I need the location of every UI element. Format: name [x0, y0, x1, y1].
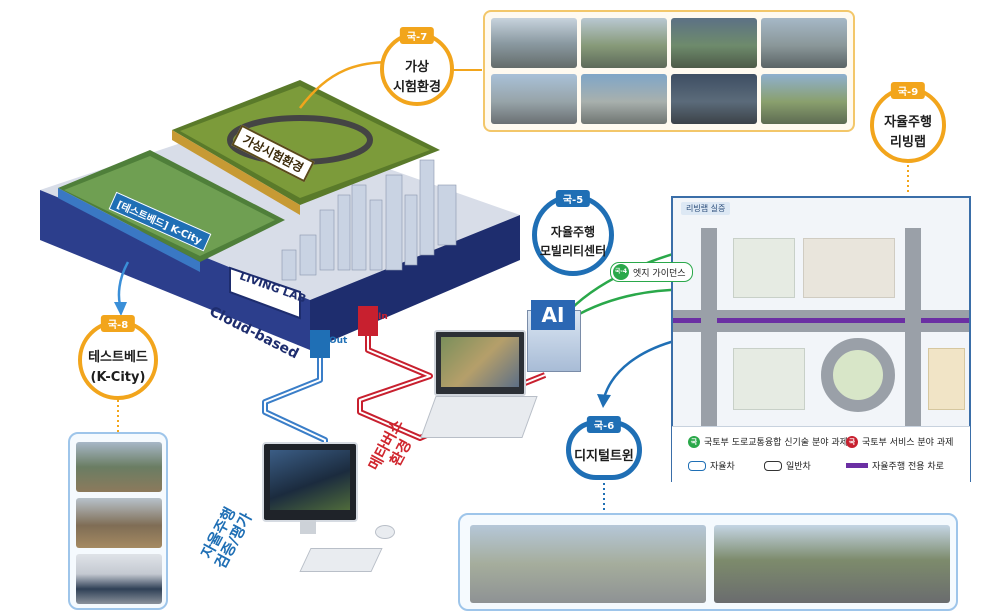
keyboard [299, 548, 383, 572]
node-virtual-label: 가상 시험환경 [393, 60, 441, 95]
laptop-keyboard [420, 396, 538, 438]
virtual-shot-8 [761, 74, 847, 124]
virtual-shot-5 [491, 74, 577, 124]
out-port [310, 330, 330, 358]
legend-lane: 자율주행 전용 차로 [846, 459, 944, 472]
ai-label: AI [531, 300, 575, 330]
node-virtual-tag: 국-7 [399, 27, 435, 44]
map-block-3 [733, 348, 805, 410]
twin-shot-2 [714, 525, 950, 603]
twin-arrow [602, 338, 679, 399]
testbed-photo-1 [76, 442, 162, 492]
map-block-1 [733, 238, 795, 298]
legend-normal-label: 일반차 [786, 462, 811, 472]
virtual-board-surface [180, 86, 430, 198]
legend-normal-car-icon [764, 460, 782, 471]
node-testbed-tag: 국-8 [100, 315, 136, 332]
monitor-screen [262, 442, 358, 522]
in-port [358, 306, 378, 336]
living-lab-sign [229, 266, 301, 320]
map-road-v1 [701, 228, 717, 442]
virtual-shot-3 [671, 18, 757, 68]
testbed-photos [68, 432, 168, 610]
map-road-v2 [905, 228, 921, 442]
node-living-tag: 국-9 [890, 82, 926, 99]
twin-shot-1 [470, 525, 706, 603]
node-twin-label: 디지털트윈 [574, 449, 634, 464]
testbed-photo-2 [76, 498, 162, 548]
legend-green-label: 국토부 도로교통융합 신기술 분야 과제 [704, 438, 848, 448]
out-label: Out [329, 336, 348, 346]
platform-illustration [40, 80, 520, 358]
in-label: In [378, 312, 388, 322]
map-block-2 [803, 238, 895, 298]
testbed-photo-3 [76, 554, 162, 604]
node-mobility-label: 자율주행 모빌리티센터 [539, 225, 607, 258]
mouse [375, 525, 395, 539]
node-twin-tag: 국-6 [586, 416, 622, 433]
node-mobility-center: 국-5 자율주행 모빌리티센터 [532, 190, 614, 276]
edge-tag-pin: 국-4 [613, 264, 629, 280]
out-data-line-inner [264, 358, 326, 455]
map-roundabout [821, 338, 895, 412]
kcity-arrowhead [114, 302, 127, 316]
virtual-shot-4 [761, 18, 847, 68]
out-data-line [262, 358, 328, 455]
laptop-screen [434, 330, 526, 396]
node-virtual-env: 국-7 가상 시험환경 [380, 27, 454, 106]
kcity-board-edge [58, 188, 200, 272]
edge-guidance-badge: 국-4 엣지 가이던스 [610, 262, 693, 282]
legend-red-pin: 국 [846, 435, 858, 448]
legend-normal: 일반차 [764, 459, 811, 472]
legend-autonomous: 자율차 [688, 459, 735, 472]
ai-building: AI [527, 300, 581, 372]
legend-green: 국 국토부 도로교통융합 신기술 분야 과제 [688, 435, 848, 448]
node-living-label: 자율주행 리빙랩 [884, 115, 932, 150]
node-testbed-label: 테스트베드 (K-City) [88, 350, 148, 385]
legend-green-pin: 국 [688, 435, 700, 448]
edge-guidance-label: 엣지 가이던스 [633, 268, 686, 279]
node-testbed: 국-8 테스트베드 (K-City) [78, 315, 158, 400]
virtual-shot-6 [581, 74, 667, 124]
legend-autonomous-car-icon [688, 460, 706, 471]
node-living-lab: 국-9 자율주행 리빙랩 [870, 82, 946, 163]
map-header: 리빙랩 실증 [681, 202, 731, 215]
city-buildings [281, 159, 457, 281]
desktop-monitor [262, 442, 358, 542]
legend-lane-swatch [846, 463, 868, 468]
map-block-4 [928, 348, 965, 410]
virtual-board-edge [172, 130, 300, 215]
map-lane-purple [673, 318, 969, 323]
legend-autonomous-label: 자율차 [710, 462, 735, 472]
virtual-shot-7 [671, 74, 757, 124]
legend-red: 국 국토부 서비스 분야 과제 [846, 435, 953, 448]
monitor-stand [300, 520, 316, 534]
virtual-shot-2 [581, 18, 667, 68]
virtual-env-screens [483, 10, 855, 132]
legend-lane-label: 자율주행 전용 차로 [872, 462, 944, 472]
map-legend: 국 국토부 도로교통융합 신기술 분야 과제 국 국토부 서비스 분야 과제 자… [672, 426, 970, 483]
virtual-shot-1 [491, 18, 577, 68]
platform-left-side [40, 190, 310, 350]
kcity-surface [64, 156, 275, 256]
legend-red-label: 국토부 서비스 분야 과제 [862, 438, 954, 448]
digital-twin-screens [458, 513, 958, 611]
node-mobility-tag: 국-5 [555, 190, 591, 207]
node-digital-twin: 국-6 디지털트윈 [566, 416, 642, 480]
twin-arrowhead [597, 394, 611, 408]
laptop [420, 330, 538, 442]
